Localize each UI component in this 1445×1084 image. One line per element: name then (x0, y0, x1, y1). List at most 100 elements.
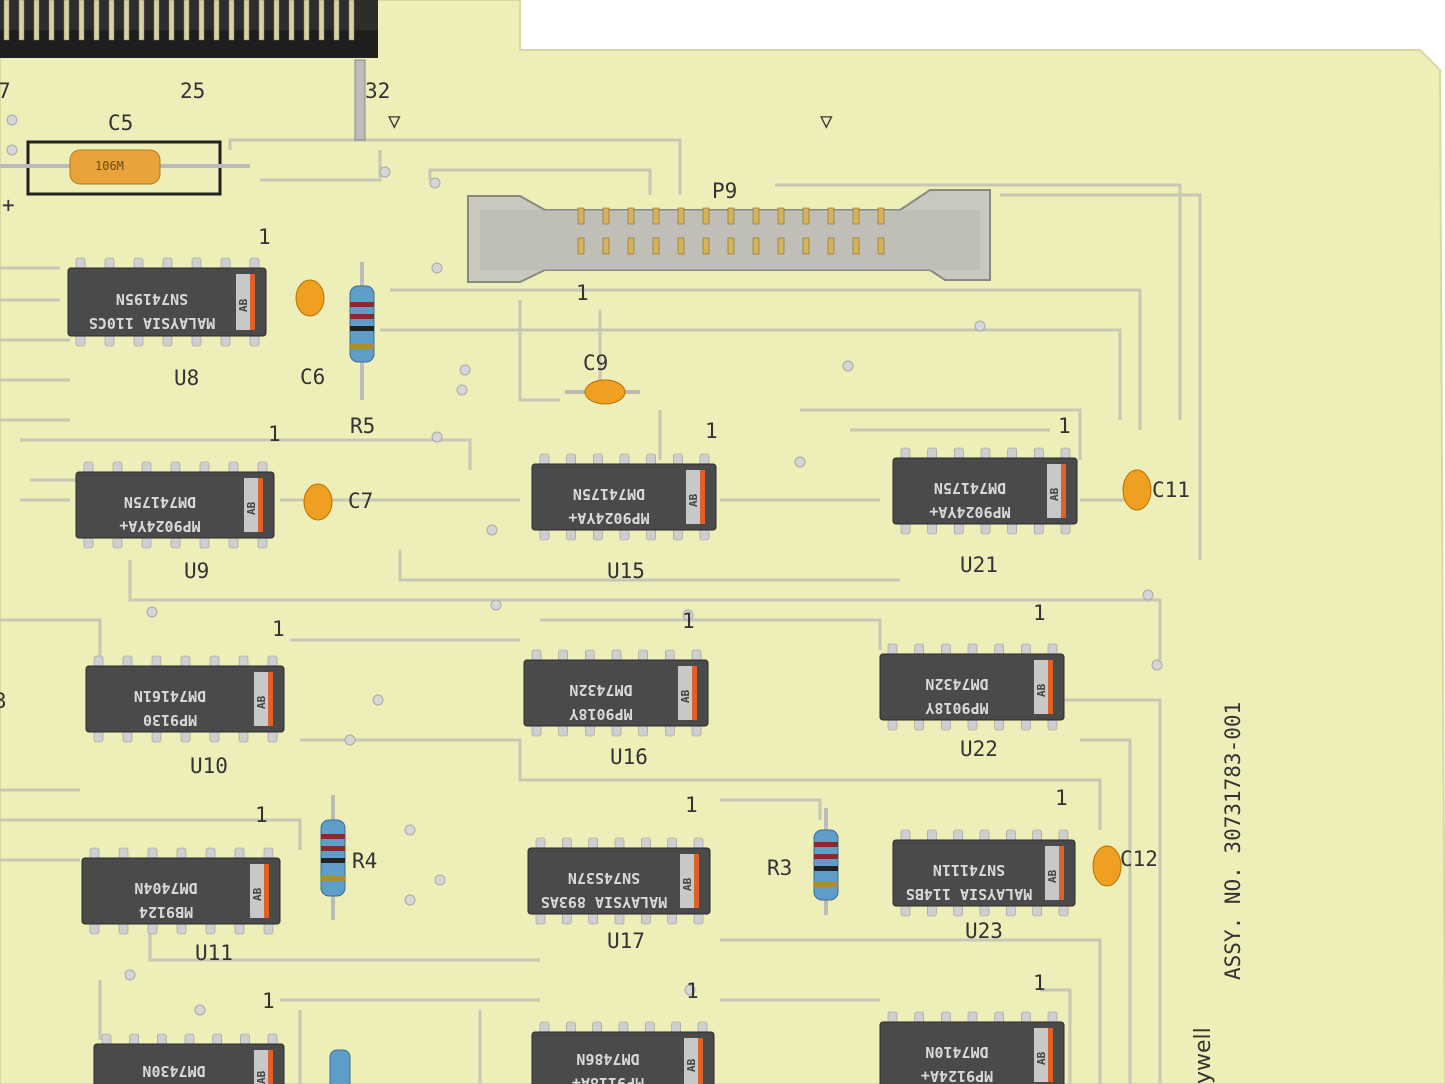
pin1-marker: 1 (258, 225, 271, 249)
header-pin (33, 0, 40, 41)
connector-pin (752, 237, 760, 255)
ic-body (531, 1031, 715, 1084)
chip-ref-u10: U10 (190, 754, 228, 778)
header-pin (318, 0, 325, 41)
header-pin (303, 0, 310, 41)
silkscreen-labels: 7 25 32 ▽ ▽ + C5 P9 C6 C9 R5 C7 C11 R4 R… (0, 79, 1245, 1084)
header-pin (243, 0, 250, 41)
ic-badge-strip (678, 666, 692, 720)
header-pin (348, 0, 355, 41)
ic-body (527, 847, 711, 915)
connector-pin (677, 237, 685, 255)
cap-label-c6: C6 (300, 365, 325, 389)
assembly-number: ASSY. NO. 30731783-001 (1221, 702, 1245, 980)
connector-pin (852, 207, 860, 225)
connector-pin (727, 237, 735, 255)
ic-date-stripe (694, 854, 699, 908)
ic-date-code: MP9118A+ (572, 1074, 644, 1084)
ic-body (523, 659, 709, 727)
chip-ref-u22: U22 (960, 737, 998, 761)
ic-part-number: DM74175N (934, 479, 1006, 497)
chip-ref-u11: U11 (195, 941, 233, 965)
ic-badge-strip (1034, 660, 1048, 714)
pin1-marker: 1 (685, 793, 698, 817)
plus-marker: + (2, 193, 15, 217)
ic-part-number: DM7404N (134, 879, 197, 897)
header-pin (18, 0, 25, 41)
connector-pin (777, 237, 785, 255)
ic-date-code: MB9124 (139, 903, 193, 921)
ic-part-number: SN74111N (933, 861, 1005, 879)
res-label-r5: R5 (350, 414, 375, 438)
copper-traces (0, 138, 1202, 1084)
ic-badge-strip (1045, 846, 1059, 900)
capacitor-c11 (1122, 469, 1152, 511)
ic-body (85, 665, 285, 733)
pin1-marker: 1 (1033, 971, 1046, 995)
res-label-r3: R3 (767, 856, 792, 880)
chip-ref-u16: U16 (610, 745, 648, 769)
connector-pin (827, 207, 835, 225)
resistor-r5 (349, 262, 375, 400)
cap-label-c7: C7 (348, 489, 373, 513)
connector-pin (627, 237, 635, 255)
connector-pin (677, 207, 685, 225)
ic-badge: AB (1035, 683, 1048, 697)
ic-date-code: MALAYSIA 114BS (906, 885, 1032, 903)
header-pin (198, 0, 205, 41)
chip-ref-u9: U9 (184, 559, 209, 583)
ic-badge: AB (679, 689, 692, 703)
header-pin (333, 0, 340, 41)
connector-pin (577, 207, 585, 225)
ic-date-stripe (1061, 464, 1066, 518)
chip-ref-u15: U15 (607, 559, 645, 583)
header-pin-label-32: 32 (365, 79, 390, 103)
ic-date-stripe (250, 274, 255, 330)
header-pin (93, 0, 100, 41)
ic-body (75, 471, 275, 539)
ic-badge-strip (254, 1050, 268, 1084)
connector-pin (777, 207, 785, 225)
pin1-marker: 1 (576, 281, 589, 305)
ic-date-code: MP9130 (143, 711, 197, 729)
ic-badge: AB (255, 695, 268, 709)
connector-pin (852, 237, 860, 255)
pin1-marker: 1 (272, 617, 285, 641)
header-pin (48, 0, 55, 41)
res-label-r4: R4 (352, 849, 377, 873)
connector-pin (652, 207, 660, 225)
ic-date-stripe (268, 672, 273, 726)
connector-pin (577, 237, 585, 255)
ic-date-code: MP9024YA+ (568, 509, 649, 527)
ic-date-stripe (700, 470, 705, 524)
header-pin (228, 0, 235, 41)
arrow-marker: ▽ (388, 109, 401, 133)
header-pin (258, 0, 265, 41)
ic-badge-strip (680, 854, 694, 908)
connector-pin (752, 207, 760, 225)
ic-date-code: MALAYSIA 893AS (541, 893, 667, 911)
pin1-marker: 1 (705, 419, 718, 443)
ic-part-number: DM74175N (573, 485, 645, 503)
ic-date-code: MP9124A+ (921, 1067, 993, 1084)
header-pin-label-7: 7 (0, 79, 11, 103)
ic-badge-strip (250, 864, 264, 918)
chip-ref-partial: 3 (0, 689, 7, 713)
capacitor-c12 (1092, 845, 1122, 887)
ic-body (93, 1043, 285, 1084)
pin-header (0, 0, 378, 141)
ic-date-stripe (1048, 660, 1053, 714)
pin1-marker: 1 (268, 422, 281, 446)
ic-badge-strip (244, 478, 258, 532)
connector-pin (702, 207, 710, 225)
ic-date-stripe (1048, 1028, 1053, 1082)
header-pin (273, 0, 280, 41)
